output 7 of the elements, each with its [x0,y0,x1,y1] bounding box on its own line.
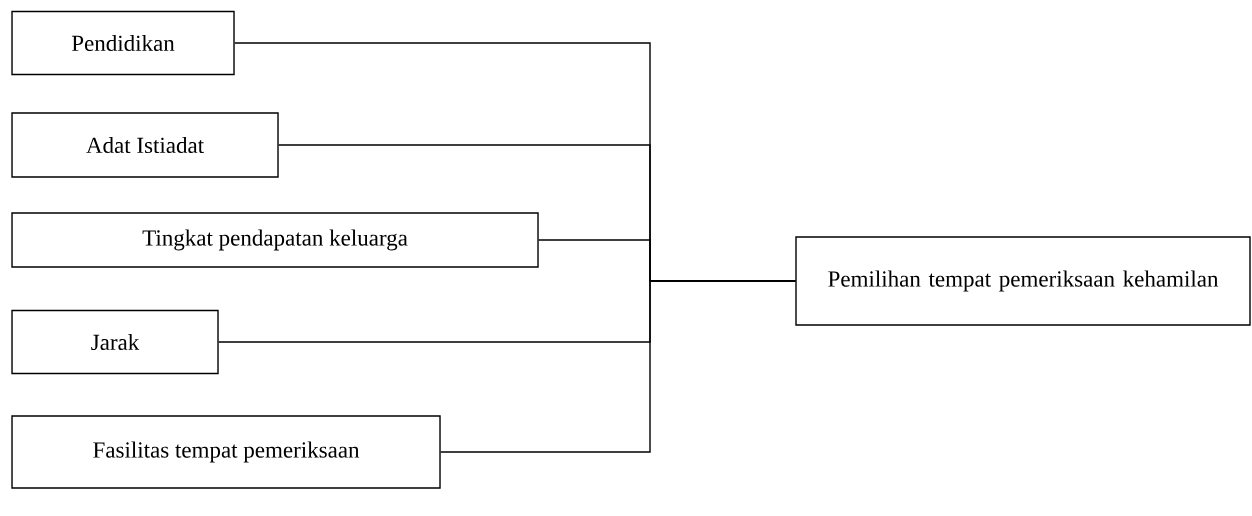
factor-box: Jarak [11,309,219,375]
connector-line [440,280,796,453]
factor-box: Pemilihan tempat pemeriksaan kehamilan [795,236,1251,326]
factor-box: Tingkat pendapatan keluarga [11,212,539,268]
factor-box: Fasilitas tempat pemeriksaan [11,415,441,489]
factor-box: Adat Istiadat [11,112,279,178]
factor-box: Pendidikan [11,10,235,76]
